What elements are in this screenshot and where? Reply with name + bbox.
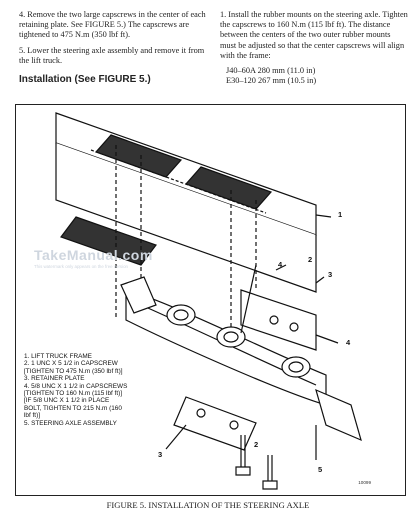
spec-e30-120: E30–120 267 mm (10.5 in) xyxy=(226,76,317,86)
callout-4-right: 4 xyxy=(346,338,351,347)
legend-line: [IF 5/8 UNC X 1 1/2 in PLACE xyxy=(24,397,110,405)
removal-step-5: 5. Lower the steering axle assembly and … xyxy=(19,45,205,65)
callout-2-bottom: 2 xyxy=(254,440,259,449)
legend-line: 1. LIFT TRUCK FRAME xyxy=(24,353,92,360)
callout-4-top: 4 xyxy=(278,260,283,269)
callout-3-top: 3 xyxy=(328,270,333,279)
figure-id: 10099 xyxy=(358,480,371,485)
watermark: TakeManual.com xyxy=(34,247,153,263)
steering-axle-drawing xyxy=(55,112,362,490)
callout-2-top: 2 xyxy=(308,255,313,264)
spec-j40-60a: J40–60A 280 mm (11.0 in) xyxy=(226,66,316,76)
installation-step-1: 1. Install the rubber mounts on the stee… xyxy=(220,10,408,60)
legend-line: lbf ft)] xyxy=(24,412,40,420)
watermark-note: This watermark only appears on the free … xyxy=(34,264,128,269)
right-text-column: 1. Install the rubber mounts on the stee… xyxy=(220,10,408,86)
callout-1: 1 xyxy=(338,210,343,219)
legend-line: 2. 1 UNC X 5 1/2 in CAPSCREW xyxy=(24,360,118,368)
legend-line: [TIGHTEN TO 160 N.m (115 lbf ft)] xyxy=(24,390,123,398)
callout-3-bottom: 3 xyxy=(158,450,163,459)
legend-line: 5. STEERING AXLE ASSEMBLY xyxy=(24,419,117,427)
figure-caption: FIGURE 5. INSTALLATION OF THE STEERING A… xyxy=(106,500,310,510)
removal-step-4: 4. Remove the two large capscrews in the… xyxy=(19,10,206,40)
legend-line: [TIGHTEN TO 475 N.m (350 lbf ft)] xyxy=(24,367,123,375)
callout-5: 5 xyxy=(318,465,323,474)
legend-line: 3. RETAINER PLATE xyxy=(24,375,85,383)
steering-axle-figure: TakeManual.com This watermark only appea… xyxy=(15,104,406,496)
legend-line: BOLT, TIGHTEN TO 215 N.m (160 xyxy=(24,404,122,412)
legend-line: 4. 5/8 UNC X 1 1/2 in CAPSCREWS xyxy=(24,382,128,390)
installation-heading: Installation (See FIGURE 5.) xyxy=(19,74,151,86)
left-text-column: 4. Remove the two large capscrews in the… xyxy=(19,10,209,90)
parts-legend: 1. LIFT TRUCK FRAME 2. 1 UNC X 5 1/2 in … xyxy=(24,353,174,427)
